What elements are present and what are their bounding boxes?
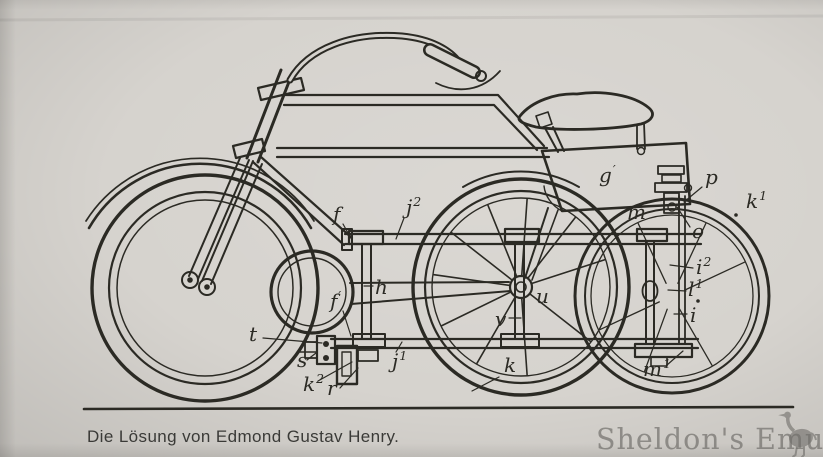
part-label-f1: f′ [328, 288, 341, 313]
part-label-h: h [375, 275, 388, 299]
front-axle-nut [181, 271, 199, 289]
leader-line-p [683, 186, 703, 203]
part-label-t: t [249, 322, 258, 346]
part-label-p: p [705, 165, 718, 189]
figure-caption: Die Lösung von Edmond Gustav Henry. [87, 427, 400, 446]
leader-line-j2 [395, 217, 405, 240]
part-label-k2: k2 [303, 371, 324, 396]
part-label-r: r [327, 376, 338, 400]
part-label-l1: l1 [688, 276, 703, 301]
leader-line-m1 [666, 350, 684, 366]
front-fender [85, 157, 315, 230]
part-label-j1: j1 [388, 348, 407, 373]
part-label-v: v [495, 307, 507, 331]
part-label-i: i [690, 303, 696, 327]
part-label-j2: j2 [402, 194, 421, 219]
part-label-u: u [536, 284, 549, 308]
saddle [517, 91, 654, 156]
rear-box [540, 141, 692, 213]
leader-line-i2 [669, 264, 694, 269]
part-label-g1: g′ [599, 162, 616, 187]
watermark-text: Sheldon's Emu [596, 423, 823, 456]
fork-lower-clamp [231, 137, 267, 160]
leader-line-l1 [667, 289, 687, 292]
part-label-s: s [297, 348, 307, 372]
leader-line-t [262, 337, 323, 344]
front-wheel [90, 173, 320, 403]
part-label-o: o [692, 219, 704, 243]
leader-line-o [676, 206, 691, 228]
ground-line [82, 405, 795, 411]
leader-line-f1 [342, 310, 352, 337]
part-label-m: m [627, 200, 646, 224]
part-label-k1: k1 [746, 188, 767, 213]
rear-wheel-far [573, 197, 771, 395]
rear-fender-arc [462, 170, 580, 188]
front-axle-nut [198, 278, 216, 296]
leader-line-f [342, 223, 353, 241]
support-middle [500, 227, 541, 348]
leader-line-s [306, 352, 317, 361]
emu-icon [778, 411, 817, 457]
leader-line-j1 [395, 341, 403, 353]
gear-mechanism [654, 165, 693, 345]
front-fork [181, 68, 306, 296]
brake-cable [435, 70, 501, 91]
leader-line-k [471, 376, 500, 392]
pointer-dot-k1 [734, 213, 738, 217]
paper-crease [0, 14, 823, 22]
part-label-m1: m1 [643, 356, 671, 381]
rear-hub [508, 274, 534, 300]
saddle-spring [636, 146, 646, 156]
frame-tubes [251, 93, 551, 247]
leader-lines [262, 186, 738, 392]
part-label-k: k [504, 353, 516, 377]
leader-line-k2 [317, 361, 353, 382]
part-label-f: f [331, 202, 344, 226]
fork-top-clamp [256, 76, 306, 102]
handlebar [286, 31, 501, 91]
pointer-dot-l1 [696, 299, 700, 303]
leader-line-r [339, 367, 359, 389]
part-label-i2: i2 [696, 254, 711, 279]
support-rear [633, 227, 694, 367]
